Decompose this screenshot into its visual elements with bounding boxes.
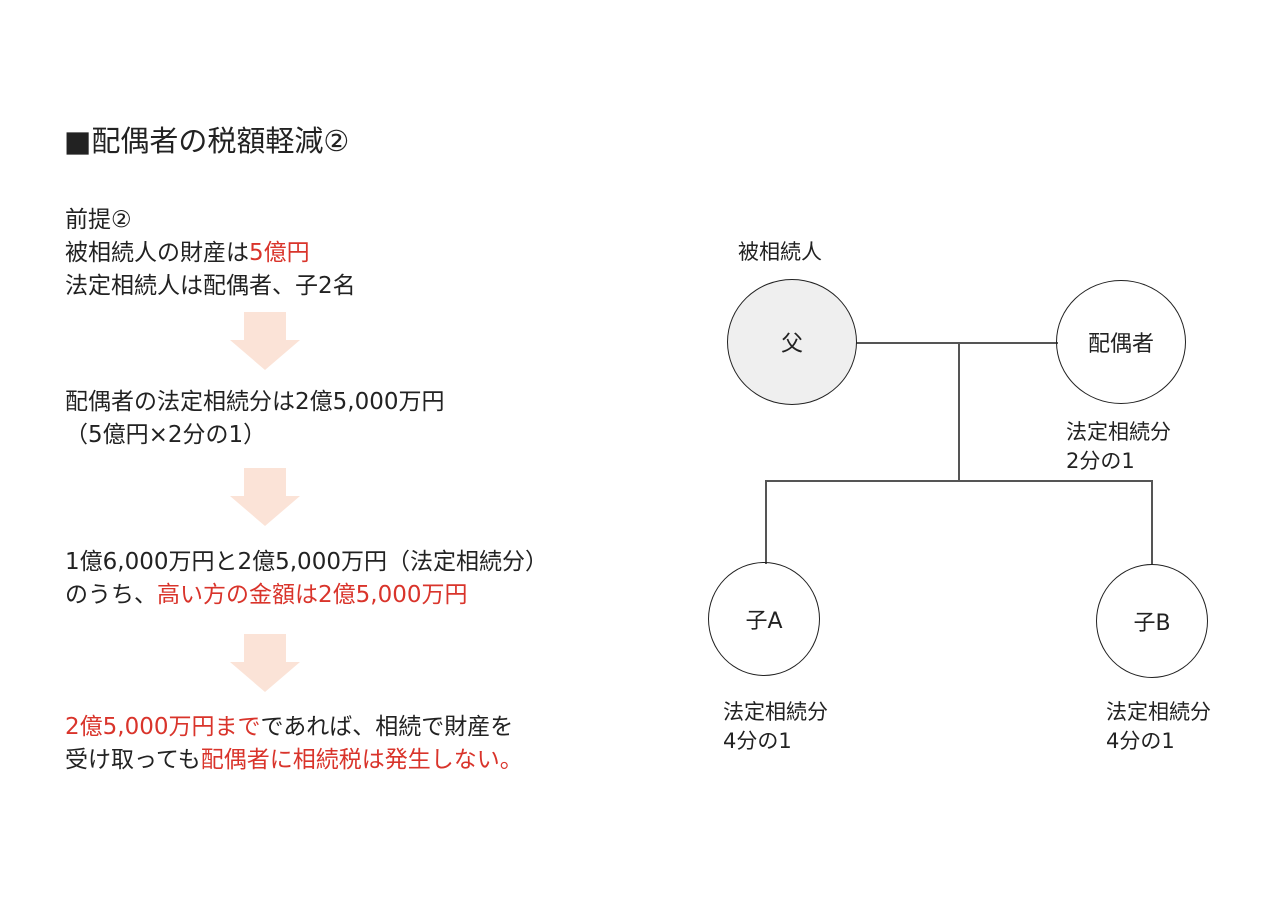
child-b-label: 子B — [1133, 611, 1171, 636]
conclusion-line2-text: 受け取っても — [65, 747, 201, 773]
conclusion-limit: 2億5,000万円まで — [65, 714, 261, 740]
premise-heading: 前提② — [65, 207, 132, 233]
comparison-result-pre: のうち、 — [65, 582, 157, 608]
child-b-line — [1151, 480, 1153, 564]
child-b-share-line2: 4分の1 — [1106, 729, 1175, 753]
conclusion-line2: 受け取っても配偶者に相続税は発生しない。 — [65, 744, 523, 777]
down-arrow-2 — [230, 468, 300, 526]
conclusion-no-tax: 配偶者に相続税は発生しない。 — [200, 747, 523, 773]
comparison-result: のうち、高い方の金額は2億5,000万円 — [65, 579, 548, 612]
descent-line — [958, 342, 960, 481]
father-node: 父 — [727, 279, 857, 405]
comparison-text: 1億6,000万円と2億5,000万円（法定相続分） — [65, 549, 548, 575]
father-label: 父 — [780, 332, 803, 357]
conclusion-line1-text: であれば、相続で財産を — [260, 714, 514, 740]
spouse-share-label: 法定相続分 2分の1 — [1066, 418, 1171, 476]
premise-assets-text: 被相続人の財産は — [65, 240, 249, 266]
spouse-share-line1: 法定相続分 — [1066, 420, 1171, 444]
child-a-node: 子A — [708, 562, 820, 676]
spouse-share-text: 配偶者の法定相続分は2億5,000万円 — [65, 389, 445, 415]
child-b-node: 子B — [1096, 564, 1208, 678]
marriage-line — [856, 342, 1058, 344]
conclusion-block: 2億5,000万円までであれば、相続で財産を 受け取っても配偶者に相続税は発生し… — [65, 711, 523, 777]
spouse-share-line2: 2分の1 — [1066, 449, 1135, 473]
decedent-label: 被相続人 — [738, 240, 822, 264]
premise-block: 前提② 被相続人の財産は5億円 法定相続人は配偶者、子2名 — [65, 204, 356, 303]
child-a-share-line1: 法定相続分 — [723, 700, 828, 724]
premise-assets-amount: 5億円 — [249, 240, 310, 266]
child-b-share-line1: 法定相続分 — [1106, 700, 1211, 724]
spouse-node: 配偶者 — [1056, 280, 1186, 404]
spouse-share-calc: （5億円×2分の1） — [65, 422, 267, 448]
down-arrow-3 — [230, 634, 300, 692]
child-a-line — [765, 480, 767, 564]
spouse-label: 配偶者 — [1087, 332, 1154, 357]
child-a-label: 子A — [745, 609, 783, 634]
child-a-share-line2: 4分の1 — [723, 729, 792, 753]
comparison-block: 1億6,000万円と2億5,000万円（法定相続分） のうち、高い方の金額は2億… — [65, 546, 548, 612]
children-line — [765, 480, 1152, 482]
down-arrow-1 — [230, 312, 300, 370]
premise-assets: 被相続人の財産は5億円 — [65, 237, 356, 270]
child-b-share-label: 法定相続分 4分の1 — [1106, 698, 1211, 756]
conclusion-line1: 2億5,000万円までであれば、相続で財産を — [65, 711, 523, 744]
premise-heirs: 法定相続人は配偶者、子2名 — [65, 273, 356, 299]
comparison-result-amount: 高い方の金額は2億5,000万円 — [157, 582, 468, 608]
spouse-share-block: 配偶者の法定相続分は2億5,000万円 （5億円×2分の1） — [65, 386, 444, 452]
child-a-share-label: 法定相続分 4分の1 — [723, 698, 828, 756]
page-title: ■配偶者の税額軽減② — [64, 124, 350, 158]
